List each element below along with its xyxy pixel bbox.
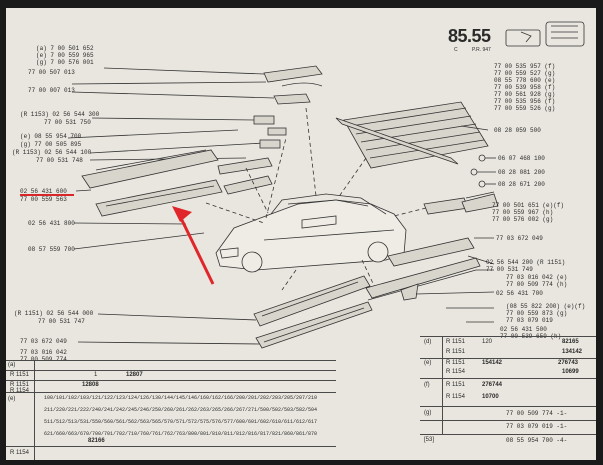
ref-label: (e) 08 55 954 700 <box>20 133 82 140</box>
ref-label: 02 56 544 200 (R 1151) <box>486 259 566 266</box>
ref-label: 77 00 501 651 (e)(f) <box>492 202 565 209</box>
serial-number: 12808 <box>82 382 99 388</box>
ref-label: (a) 7 00 501 652 <box>36 45 94 52</box>
car-thumb-icon <box>505 29 541 47</box>
catalog-page: 85.55 C P.R. 947 <box>6 8 596 460</box>
code-list-line: 621/660/663/670/700/701/702/710/760/761/… <box>44 431 318 437</box>
ref-label: (R 1153) 02 56 544 300 <box>20 111 100 118</box>
ref-label: 77 00 507 013 <box>28 69 75 76</box>
ref-label: 77 03 016 042 (e) <box>506 274 568 281</box>
ref-label-highlighted: 02 56 431 600 <box>20 188 67 195</box>
row-key: (a) <box>8 362 16 368</box>
ref-label: 77 00 559 873 (g) <box>506 310 568 317</box>
ref-label: 77 00 531 749 <box>486 266 533 273</box>
serial-number: 82165 <box>562 339 579 345</box>
ref-label: 08 57 559 700 <box>28 246 75 253</box>
ref-label: 77 00 531 750 <box>44 119 91 126</box>
serial-number: 276743 <box>558 360 579 366</box>
page-ref: P.R. 947 <box>472 47 491 53</box>
ref-label: 77 00 535 957 (f) <box>494 63 556 70</box>
model-code: R 1151 <box>446 339 465 345</box>
ref-label: 08 55 778 600 (e) <box>494 77 556 84</box>
row-key: (e) <box>424 360 432 366</box>
applicability-table: (a) R 1151 1 12807 R 1151 12808 (e) R 11… <box>6 336 596 460</box>
page-code: C <box>454 47 458 53</box>
code-list-line: 511/512/513/531/550/560/561/562/563/565/… <box>44 419 318 425</box>
value: 120 <box>482 339 493 345</box>
ref-label: (R 1153) 02 56 544 100 <box>12 149 92 156</box>
ref-label: 77 00 007 013 <box>28 87 75 94</box>
grille-thumb-icon <box>545 21 585 47</box>
ref-label: (R 1151) 02 56 544 000 <box>14 310 94 317</box>
model-code: R 1151 <box>446 382 465 388</box>
ref-label: (g) 7 00 576 001 <box>36 59 94 66</box>
ref-label: 77 03 672 049 <box>20 338 67 345</box>
ref-label: 77 00 559 526 (g) <box>494 105 556 112</box>
ref-label: 06 07 468 100 <box>498 155 545 162</box>
ref-label: 77 00 559 527 (g) <box>494 70 556 77</box>
model-code: R 1154 <box>10 388 29 394</box>
serial-number: 276744 <box>482 382 503 388</box>
ref-label: 77 00 535 956 (f) <box>494 98 556 105</box>
ref-label: 77 00 559 563 <box>20 196 67 203</box>
ref-label: 77 03 016 042 <box>20 349 67 356</box>
ref-label: 77 00 576 002 (g) <box>492 216 554 223</box>
model-code: R 1154 <box>10 450 29 456</box>
row-key: (d) <box>424 339 432 345</box>
ref-label: 02 56 431 500 <box>500 326 547 333</box>
ref-label: 02 56 431 700 <box>496 290 543 297</box>
red-arrow-head <box>172 206 192 222</box>
ref-label: 08 28 059 500 <box>494 127 541 134</box>
ref-label: (g) 77 00 505 895 <box>20 141 82 148</box>
ref-label: 08 28 081 200 <box>498 169 545 176</box>
ref-label: 77 03 079 019 -1- <box>506 423 568 430</box>
row-key: (g) <box>424 410 432 416</box>
model-code: R 1151 <box>10 382 29 388</box>
serial-number: 82166 <box>88 438 105 444</box>
code-list-line: 100/101/102/103/121/122/123/124/126/130/… <box>44 395 318 401</box>
code-list-line: 211/220/221/222/240/241/242/245/246/250/… <box>44 407 318 413</box>
ref-label: 77 00 531 748 <box>36 157 83 164</box>
serial-number: 154142 <box>482 360 503 366</box>
model-code: R 1154 <box>446 394 465 400</box>
row-key: (e) <box>8 396 16 402</box>
row-key: (f) <box>424 382 430 388</box>
serial-number: 12807 <box>126 372 143 378</box>
ref-label: 08 55 954 700 -4- <box>506 437 568 444</box>
ref-label: (e) 7 00 559 965 <box>36 52 94 59</box>
page-number: 85.55 <box>448 26 491 46</box>
ref-label: 77 03 079 019 <box>506 317 553 324</box>
qty: 1 <box>94 372 98 378</box>
ref-label: 77 00 561 928 (g) <box>494 91 556 98</box>
model-code: R 1151 <box>446 360 465 366</box>
serial-number: 10699 <box>562 369 579 375</box>
ref-label: 08 28 671 200 <box>498 181 545 188</box>
ref-label: (08 55 822 200) (e)(f) <box>506 303 586 310</box>
ref-label: 77 00 559 967 (h) <box>492 209 554 216</box>
ref-label: 77 00 509 774 (h) <box>506 281 568 288</box>
red-arrow-shaft <box>176 211 215 285</box>
ref-label: 77 00 509 774 <box>20 356 67 363</box>
ref-label: 77 03 672 049 <box>496 235 543 242</box>
ref-label: 02 56 431 800 <box>28 220 75 227</box>
ref-label: 77 00 531 747 <box>38 318 85 325</box>
serial-number: 10700 <box>482 394 499 400</box>
model-code: R 1151 <box>10 372 29 378</box>
model-code: R 1151 <box>446 349 465 355</box>
row-key: [53] <box>424 437 435 443</box>
serial-number: 134142 <box>562 349 583 355</box>
ref-label: 77 00 539 958 (f) <box>494 84 556 91</box>
parts-diagram <box>20 21 585 349</box>
ref-label: 77 00 509 774 -1- <box>506 410 568 417</box>
model-code: R 1154 <box>446 369 465 375</box>
